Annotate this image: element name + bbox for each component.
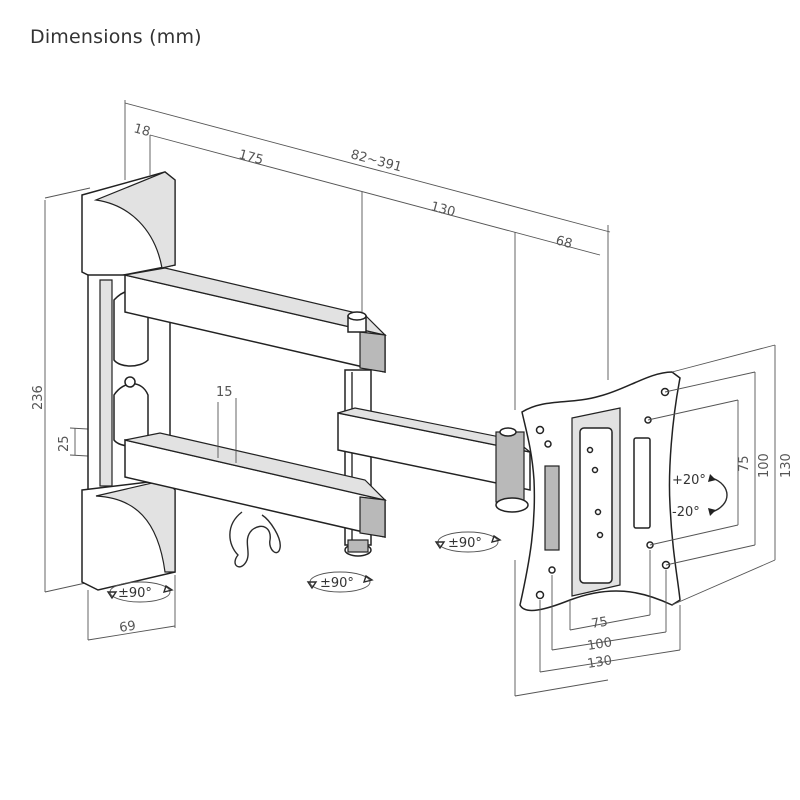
height-dimension [44,187,141,593]
dimension-vesa-h-75: 75 [590,615,609,632]
dimension-vesa-v-130: 130 [779,453,794,478]
wall-swivel-indicator [106,581,174,603]
dimension-vesa-v-100: 100 [757,453,772,478]
head-swivel-indicator [434,531,502,553]
dimension-height: 236 [31,385,46,410]
arm-swivel-indicator [306,571,374,593]
wall-plate [81,171,176,591]
dimension-vesa-h-100: 100 [586,635,613,654]
extension-dimension [124,100,611,696]
dimension-arm-gap: 25 [57,435,72,452]
upper-arm [124,267,387,373]
dimension-wall-depth: 18 [132,121,152,140]
page-title: Dimensions (mm) [30,26,202,48]
dimension-vesa-v-75: 75 [737,455,752,472]
cable-clip [229,511,281,568]
dimension-plate-width: 69 [118,619,137,636]
angle-head-swivel: ±90° [448,536,482,551]
angle-tilt-up: +20° [672,473,706,488]
angle-tilt-down: -20° [672,505,700,520]
dimension-extension: 82~391 [349,147,403,175]
dimension-head-depth: 68 [554,233,574,252]
dimension-arm1: 175 [237,147,265,168]
arm-width-dimension [217,398,237,463]
lower-arm [124,432,387,538]
head-pivot [495,427,529,513]
dimension-arm-width: 15 [216,385,233,400]
angle-wall-swivel: ±90° [118,586,152,601]
vesa-dimensions [514,344,776,697]
dimension-arm2: 130 [429,199,457,220]
tilt-indicator [708,474,728,516]
angle-arm-swivel: ±90° [320,576,354,591]
dimension-vesa-h-130: 130 [586,653,613,672]
plate-width-dimension [87,575,176,641]
vesa-plate [519,371,681,612]
